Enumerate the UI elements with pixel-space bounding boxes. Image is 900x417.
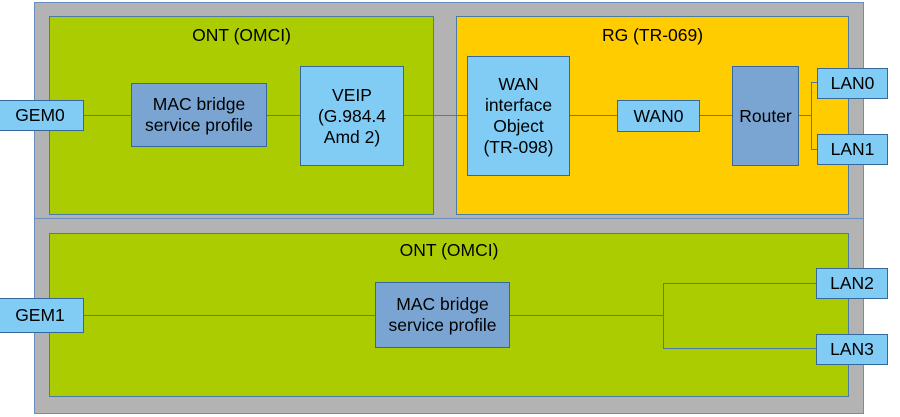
zone-rg-title: RG (TR-069) bbox=[601, 25, 704, 45]
node-mac-bridge-bottom-line1: MAC bridge bbox=[396, 294, 489, 314]
node-wan-if-line2: interface bbox=[484, 95, 553, 115]
zone-ont-top-title: ONT (OMCI) bbox=[192, 25, 291, 45]
lan-bus-top bbox=[811, 82, 812, 149]
node-veip-line2: (G.984.4 bbox=[317, 105, 387, 126]
link-wan0-router bbox=[699, 115, 732, 116]
link-gem1-macbridge-bottom bbox=[83, 315, 376, 316]
node-mac-bridge-bottom-line2: service profile bbox=[388, 315, 497, 335]
link-lanbus-lan1 bbox=[811, 149, 819, 150]
link-wanif-wan0 bbox=[570, 115, 618, 116]
node-wan-interface-object[interactable]: WAN interface Object (TR-098) bbox=[467, 56, 570, 176]
link-lanbus-lan3 bbox=[663, 348, 818, 349]
node-mac-bridge-service-profile-top[interactable]: MAC bridge service profile bbox=[131, 83, 267, 147]
node-gem1[interactable]: GEM1 bbox=[0, 298, 84, 333]
node-wan0-label: WAN0 bbox=[633, 105, 684, 126]
link-lanbus-lan0 bbox=[811, 82, 819, 83]
node-router-label: Router bbox=[739, 105, 792, 126]
node-lan2[interactable]: LAN2 bbox=[816, 268, 888, 299]
node-lan1[interactable]: LAN1 bbox=[817, 134, 888, 165]
link-lanbus-lan2 bbox=[663, 283, 818, 284]
node-lan3-label: LAN3 bbox=[830, 339, 874, 359]
node-veip[interactable]: VEIP (G.984.4 Amd 2) bbox=[300, 66, 404, 166]
node-lan2-label: LAN2 bbox=[830, 273, 874, 293]
node-lan1-label: LAN1 bbox=[830, 139, 875, 159]
node-veip-line3: Amd 2) bbox=[323, 126, 381, 147]
node-mac-bridge-top-line1: MAC bridge bbox=[152, 94, 246, 114]
link-gem0-macbridge bbox=[83, 115, 132, 116]
link-veip-wanif bbox=[403, 115, 468, 116]
node-veip-line1: VEIP bbox=[332, 84, 372, 105]
link-router-lanbus bbox=[798, 115, 812, 116]
node-gem0-label: GEM0 bbox=[15, 105, 65, 125]
node-wan-if-line4: (TR-098) bbox=[483, 137, 554, 157]
link-macbridge-bottom-lanbus bbox=[509, 315, 664, 316]
node-lan3[interactable]: LAN3 bbox=[816, 334, 888, 365]
node-gem0[interactable]: GEM0 bbox=[0, 100, 84, 131]
lan-bus-bottom bbox=[663, 283, 664, 349]
link-macbridge-veip bbox=[266, 115, 301, 116]
node-gem1-label: GEM1 bbox=[15, 305, 65, 325]
zone-ont-bottom-title: ONT (OMCI) bbox=[399, 240, 499, 260]
node-lan0-label: LAN0 bbox=[830, 73, 875, 93]
node-router[interactable]: Router bbox=[732, 66, 799, 166]
node-lan0[interactable]: LAN0 bbox=[817, 68, 888, 99]
node-mac-bridge-top-line2: service profile bbox=[145, 115, 253, 135]
node-mac-bridge-service-profile-bottom[interactable]: MAC bridge service profile bbox=[375, 282, 510, 348]
node-wan0[interactable]: WAN0 bbox=[617, 100, 700, 132]
node-wan-if-line1: WAN bbox=[498, 74, 539, 94]
node-wan-if-line3: Object bbox=[493, 116, 544, 136]
